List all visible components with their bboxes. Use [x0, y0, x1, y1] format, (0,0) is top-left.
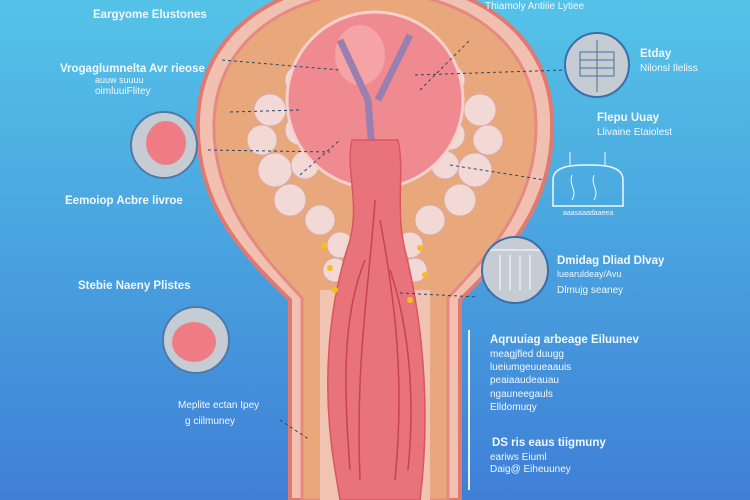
- right-block-2-line: Daig@ Eiheuuney: [490, 464, 571, 475]
- right-block-1-line: peaiaaudeauau: [490, 375, 559, 386]
- label-left-4-line1: Meplite ectan Ipey: [178, 400, 260, 411]
- dome-caption: aaasaaadaaeea: [563, 210, 614, 217]
- right-block-2-title: DS ris eaus tiigmuny: [492, 437, 606, 449]
- label-right-1-line1: Etday: [640, 48, 672, 60]
- right-block-1-line: meagjfled duugg: [490, 349, 564, 360]
- right-block-1-line: ngauneegauls: [490, 389, 553, 400]
- label-left-1-title: Vrogaglumnelta Avr rieose: [60, 63, 205, 75]
- label-top-left: Eargyome Elustones: [93, 9, 207, 21]
- blood-vessels: [345, 199, 412, 481]
- leader-lines: [207, 39, 566, 441]
- label-left-4-line2: g ciilmuney: [185, 416, 236, 427]
- label-left-1-line2: auuw suuuu: [95, 75, 144, 85]
- right-block-1-line: lueiumgeuueaauis: [490, 362, 572, 373]
- right-block-1-line: Elldomuqy: [490, 402, 537, 413]
- label-right-3-line3: Dlmujg seaney: [557, 285, 624, 296]
- label-top-right: Thiamoly Antiiie Lytiee: [485, 1, 585, 12]
- label-left-2: Eemoiop Acbre livroe: [65, 195, 183, 207]
- neck-organ: [327, 139, 426, 500]
- dome-icon: [552, 164, 624, 207]
- right-circle-2: [481, 236, 549, 304]
- label-right-3-line2: luearuldeay/Avu: [557, 269, 622, 279]
- right-block-1-title: Aqruuiag arbeage Eiluunev: [490, 334, 639, 346]
- label-left-3: Stebie Naeny Plistes: [78, 280, 191, 292]
- divider-line: [468, 330, 470, 490]
- yellow-nodes: [321, 243, 428, 303]
- label-left-1-line3: oimluuiFlitey: [95, 86, 151, 97]
- right-block-2-line: eariws Eiuml: [490, 452, 547, 463]
- label-right-3-line1: Dmidag Dliad Dlvay: [557, 255, 665, 267]
- label-right-1-line2: Nilonsl Ileliss: [640, 63, 698, 74]
- label-right-2-line1: Flepu Uuay: [597, 112, 659, 124]
- vessels: [336, 33, 414, 151]
- label-right-2-line2: Llivaine Etaiolest: [597, 127, 673, 138]
